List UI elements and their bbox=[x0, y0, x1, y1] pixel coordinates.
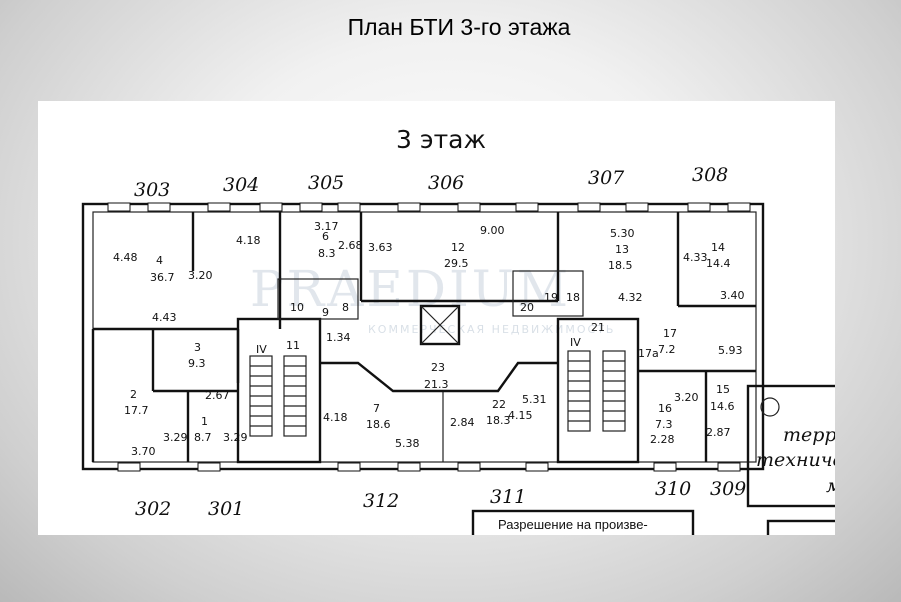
stair-label: 11 bbox=[286, 339, 300, 352]
axis-label: 311 bbox=[490, 486, 526, 508]
outer-wall bbox=[81, 202, 765, 471]
room-area: 21.3 bbox=[424, 378, 449, 391]
dimension: 3.29 bbox=[163, 431, 188, 444]
dimension: 4.18 bbox=[323, 411, 348, 424]
room-number: 17a bbox=[638, 347, 659, 360]
dimension: 3.70 bbox=[131, 445, 156, 458]
axis-label: 306 bbox=[428, 172, 464, 194]
dimension-values: 4.48 4.18 3.20 3.17 2.68 3.63 9.00 5.30 … bbox=[113, 220, 745, 458]
room-number: 12 bbox=[451, 241, 465, 254]
room-number: 1 bbox=[201, 415, 208, 428]
room-areas: 36.7 8.3 29.5 18.5 14.4 9.3 17.7 8.7 18.… bbox=[124, 247, 735, 444]
side-text: м bbox=[826, 475, 835, 497]
room-number: 3 bbox=[194, 341, 201, 354]
axis-label: 302 bbox=[135, 498, 171, 520]
dimension: 9.00 bbox=[480, 224, 505, 237]
room-area: 7.2 bbox=[658, 343, 676, 356]
room-area: 18.3 bbox=[486, 414, 511, 427]
room-number: 20 bbox=[520, 301, 534, 314]
dimension: 4.43 bbox=[152, 311, 177, 324]
dimension: 2.67 bbox=[205, 389, 230, 402]
room-number: 6 bbox=[322, 230, 329, 243]
dimension: 5.93 bbox=[718, 344, 743, 357]
stair-label: IV bbox=[256, 343, 267, 356]
floor-plan-image: PRAEDIUM КОММЕРЧЕСКАЯ НЕДВИЖИМОСТЬ 3 эта… bbox=[38, 101, 835, 535]
dimension: 3.17 bbox=[314, 220, 339, 233]
room-number: 8 bbox=[342, 301, 349, 314]
watermark: PRAEDIUM bbox=[250, 260, 571, 318]
interior-walls bbox=[91, 212, 756, 464]
dimension: 2.28 bbox=[650, 433, 675, 446]
other-labels: 11 21 10 9 8 20 19 18 IV IV 17a bbox=[256, 291, 659, 360]
room-area: 36.7 bbox=[150, 271, 175, 284]
room-number: 22 bbox=[492, 398, 506, 411]
dimension: 1.34 bbox=[326, 331, 351, 344]
axis-label: 312 bbox=[363, 490, 399, 512]
dimension: 4.33 bbox=[683, 251, 708, 264]
room-number: 4 bbox=[156, 254, 163, 267]
room-number: 2 bbox=[130, 388, 137, 401]
axis-label: 308 bbox=[692, 164, 728, 186]
room-number: 17 bbox=[663, 327, 677, 340]
dimension: 2.68 bbox=[338, 239, 363, 252]
axis-label: 303 bbox=[134, 179, 170, 201]
room-area: 7.3 bbox=[655, 418, 673, 431]
room-area: 18.5 bbox=[608, 259, 633, 272]
permit-box: Разрешение на произве- bbox=[471, 509, 835, 535]
side-text: терр bbox=[783, 424, 835, 446]
top-windows bbox=[107, 202, 751, 212]
dimension: 3.40 bbox=[720, 289, 745, 302]
dimension: 3.20 bbox=[674, 391, 699, 404]
dimension: 3.63 bbox=[368, 241, 393, 254]
room-number: 18 bbox=[566, 291, 580, 304]
room-number: 10 bbox=[290, 301, 304, 314]
room-area: 29.5 bbox=[444, 257, 469, 270]
dimension: 5.31 bbox=[522, 393, 547, 406]
dimension: 5.38 bbox=[395, 437, 420, 450]
side-text: техничес bbox=[756, 449, 835, 471]
dimension: 4.15 bbox=[508, 409, 533, 422]
axis-label: 309 bbox=[710, 478, 746, 500]
room-area: 18.6 bbox=[366, 418, 391, 431]
stair-label: IV bbox=[570, 336, 581, 349]
room-number: 23 bbox=[431, 361, 445, 374]
axis-label: 305 bbox=[308, 172, 344, 194]
axis-label: 307 bbox=[588, 167, 625, 189]
room-area: 14.4 bbox=[706, 257, 731, 270]
room-number: 19 bbox=[544, 291, 558, 304]
territory-box: терр техничес м bbox=[746, 384, 835, 508]
dimension: 3.29 bbox=[223, 431, 248, 444]
room-area: 14.6 bbox=[710, 400, 735, 413]
axis-label: 301 bbox=[208, 498, 244, 520]
room-area: 17.7 bbox=[124, 404, 149, 417]
room-number: 7 bbox=[373, 402, 380, 415]
room-number: 13 bbox=[615, 243, 629, 256]
slide-title: План БТИ 3-го этажа bbox=[347, 14, 571, 40]
dimension: 2.87 bbox=[706, 426, 731, 439]
floor-heading: 3 этаж bbox=[396, 125, 486, 154]
dimension: 3.20 bbox=[188, 269, 213, 282]
dimension: 5.30 bbox=[610, 227, 635, 240]
room-area: 8.3 bbox=[318, 247, 336, 260]
dimension: 2.84 bbox=[450, 416, 475, 429]
room-number: 16 bbox=[658, 402, 672, 415]
dimension: 4.48 bbox=[113, 251, 138, 264]
stair-treads-right bbox=[567, 350, 626, 432]
room-numbers: 4 6 12 13 14 3 2 1 7 23 22 17 16 15 bbox=[130, 230, 730, 428]
floor-plan-drawing: PRAEDIUM КОММЕРЧЕСКАЯ НЕДВИЖИМОСТЬ 3 эта… bbox=[81, 125, 835, 535]
room-number: 9 bbox=[322, 306, 329, 319]
room-area: 9.3 bbox=[188, 357, 206, 370]
stair-label: 21 bbox=[591, 321, 605, 334]
axis-label: 310 bbox=[655, 478, 691, 500]
room-number: 14 bbox=[711, 241, 725, 254]
stair-treads-left bbox=[249, 355, 307, 437]
permit-text: Разрешение на произве- bbox=[498, 517, 648, 532]
watermark-subtitle: КОММЕРЧЕСКАЯ НЕДВИЖИМОСТЬ bbox=[368, 323, 615, 336]
dimension: 4.18 bbox=[236, 234, 261, 247]
room-number: 15 bbox=[716, 383, 730, 396]
room-area: 8.7 bbox=[194, 431, 212, 444]
bottom-windows bbox=[117, 462, 741, 472]
axis-label: 304 bbox=[223, 174, 259, 196]
dimension: 4.32 bbox=[618, 291, 643, 304]
